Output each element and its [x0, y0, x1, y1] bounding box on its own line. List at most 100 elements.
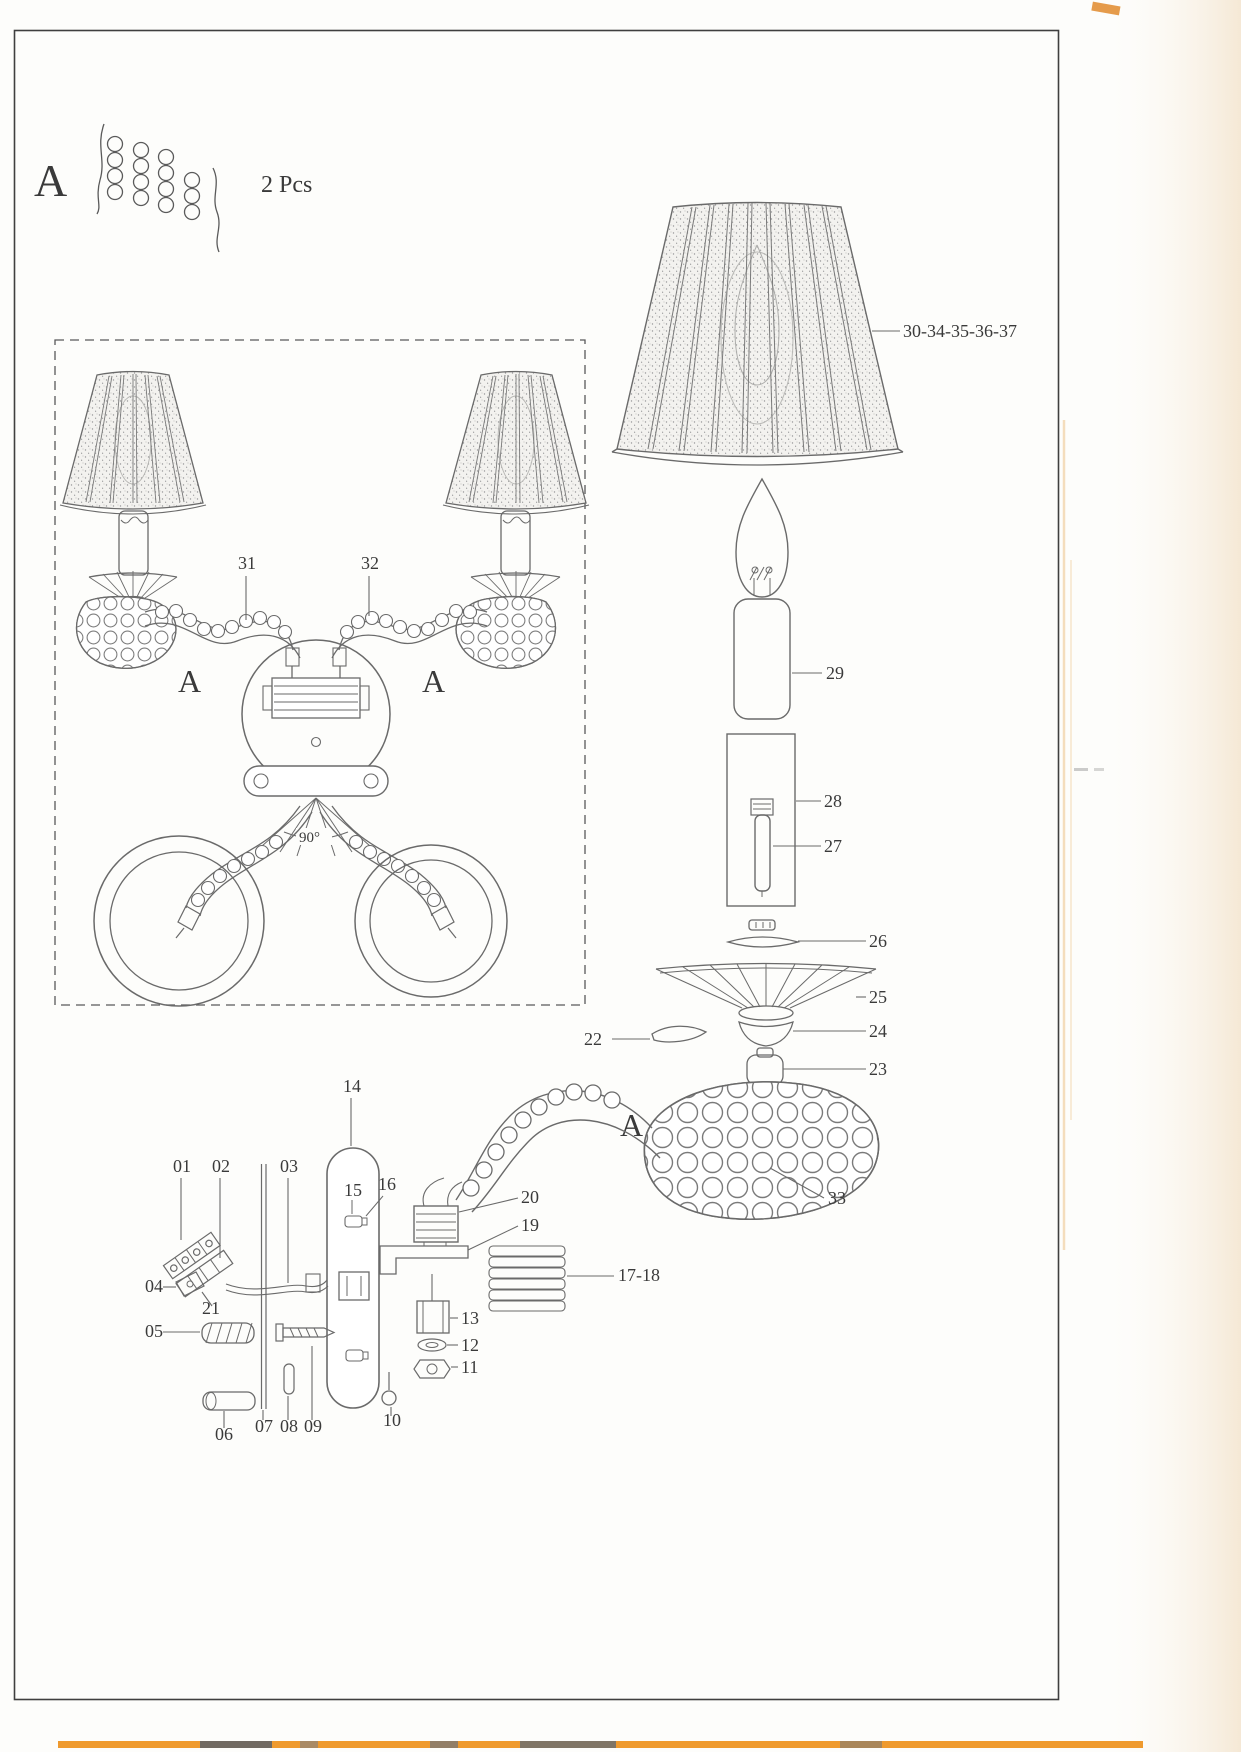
lampshade-cone: [616, 201, 899, 458]
washer-12: [417, 1338, 447, 1352]
right-ring-inner: [369, 859, 493, 983]
leader-33: [769, 1167, 825, 1199]
mounting-hardware-exploded: 14 15 16 10: [145, 1076, 660, 1444]
z-bracket-19: [379, 1245, 469, 1275]
chain-wire-left: [96, 123, 105, 215]
wall-anchor-05: [201, 1322, 255, 1344]
mounting-screw-09: [275, 1323, 336, 1342]
label-32: 32: [361, 553, 379, 573]
label-03: 03: [280, 1156, 298, 1176]
label-22: 22: [584, 1029, 602, 1049]
detail-marker-a-right: A: [422, 663, 445, 699]
connector-block-stripes: [416, 1213, 456, 1239]
locking-ring: 26: [725, 919, 887, 951]
bead-chain-2: [132, 141, 150, 207]
label-23: 23: [869, 1059, 887, 1079]
clip-22: [651, 1025, 708, 1043]
detail-marker-a-left: A: [178, 663, 201, 699]
arm-bead-chain: [462, 1083, 621, 1197]
lampshade-rim: [611, 451, 904, 466]
label-21: 21: [202, 1298, 220, 1318]
right-bead-cluster: [455, 595, 557, 669]
label-11: 11: [461, 1357, 478, 1377]
label-19: 19: [521, 1215, 539, 1235]
pin-08: [283, 1363, 295, 1395]
label-24: 24: [869, 1021, 887, 1041]
bulb-silhouette: [734, 244, 780, 386]
label-27: 27: [824, 836, 842, 856]
leader-21: [201, 1291, 213, 1307]
label-shade-group: 30-34-35-36-37: [903, 321, 1017, 341]
bulb-base: [733, 598, 791, 720]
left-arm-beads: [154, 603, 293, 640]
bobeche-ribs: [655, 963, 877, 1009]
left-ring-outer: [93, 835, 265, 1007]
sleeve-inner-rod: [754, 814, 771, 892]
label-33: 33: [828, 1188, 846, 1208]
label-01: 01: [173, 1156, 191, 1176]
bracket-04: [175, 1271, 205, 1297]
left-lower-arm-beads: [190, 834, 284, 908]
dashed-frame: [54, 339, 586, 1006]
bead-chain-kit-legend: A 2 Pcs: [34, 123, 312, 253]
kit-marker-a: A: [34, 155, 67, 206]
chain-wire-right: [212, 167, 220, 253]
label-12: 12: [461, 1335, 479, 1355]
lampshade-pleats: [647, 202, 872, 454]
leader-20: [458, 1197, 519, 1213]
label-26: 26: [869, 931, 887, 951]
cup-24: [738, 1021, 794, 1047]
label-14: 14: [343, 1076, 361, 1096]
label-31: 31: [238, 553, 256, 573]
left-bead-cluster: [75, 595, 177, 669]
label-02: 02: [212, 1156, 230, 1176]
leader-16: [365, 1195, 384, 1217]
label-05: 05: [145, 1321, 163, 1341]
right-ring-outer: [354, 844, 508, 998]
beaded-arm-exploded: A 33: [413, 1081, 880, 1243]
label-angle: 90°: [299, 830, 320, 846]
label-08: 08: [280, 1416, 298, 1436]
right-candle: [470, 510, 561, 620]
page-border: [13, 29, 1060, 1701]
label-29: 29: [826, 663, 844, 683]
nut-11: [413, 1359, 451, 1379]
bead-chain-1: [106, 135, 124, 201]
label-20: 20: [521, 1187, 539, 1207]
back-plate-capsule: [326, 1147, 380, 1409]
sleeve-outer: [726, 733, 796, 907]
left-ring-inner: [109, 851, 249, 991]
arm-bead-cluster: [643, 1081, 880, 1220]
bobeche-stack: 25 24 23 22: [584, 962, 887, 1086]
capsule-window: [338, 1271, 370, 1301]
lampshade-exploded: 30-34-35-36-37: [611, 201, 1017, 466]
label-17-18: 17-18: [618, 1265, 660, 1285]
leader-19: [467, 1225, 519, 1251]
assembled-sconce-view: 90° 31 32 A A: [54, 339, 590, 1007]
bead-chain-4: [183, 171, 201, 221]
threaded-tubes-17-18: [488, 1245, 566, 1312]
sleeve-06: [202, 1391, 256, 1411]
arm-connector-block: [413, 1205, 459, 1243]
label-09: 09: [304, 1416, 322, 1436]
mounting-block: [271, 677, 361, 719]
lower-bracket: [243, 765, 389, 797]
label-25: 25: [869, 987, 887, 1007]
arm-marker-a: A: [620, 1107, 643, 1143]
label-07: 07: [255, 1416, 273, 1436]
scan-artifacts: [58, 0, 1241, 1752]
filament: [749, 566, 773, 596]
label-10: 10: [383, 1410, 401, 1430]
kit-quantity-label: 2 Pcs: [261, 172, 312, 198]
connector-23: [746, 1054, 784, 1086]
hook-10: [381, 1390, 397, 1406]
label-16: 16: [378, 1174, 396, 1194]
label-15: 15: [344, 1180, 362, 1200]
candle-bulb: 29: [733, 477, 844, 720]
candle-sleeve: 28 27: [726, 733, 842, 907]
label-04: 04: [145, 1276, 163, 1296]
label-06: 06: [215, 1424, 233, 1444]
wire-upper: [225, 1279, 328, 1290]
